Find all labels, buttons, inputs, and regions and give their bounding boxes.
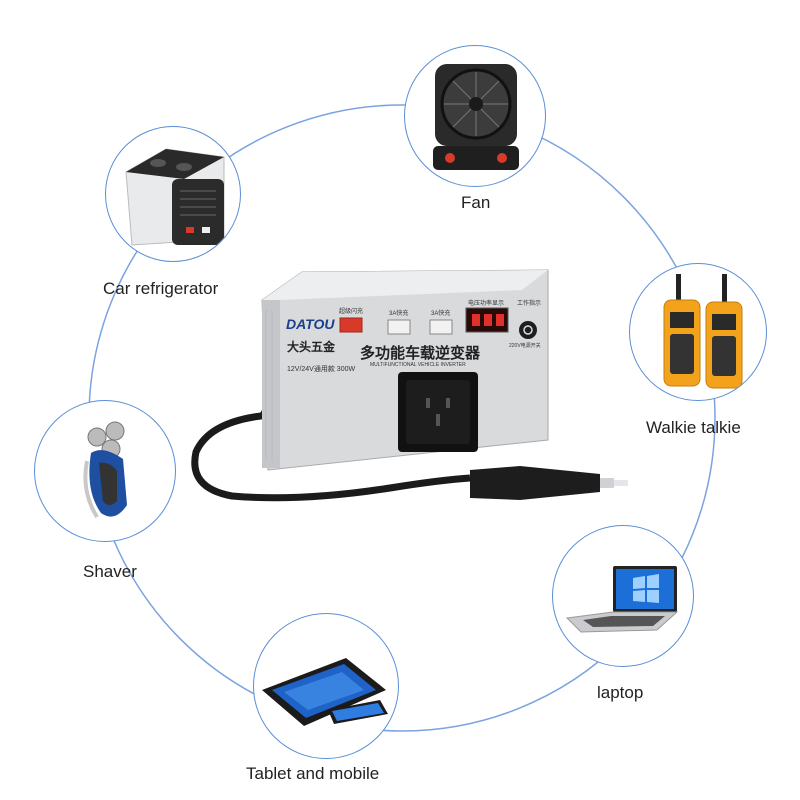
tablet-icon: [262, 658, 388, 726]
indicator-label: 工作指示: [517, 301, 542, 307]
laptop-icon: [565, 566, 679, 633]
walkie-talkie-icon: [663, 274, 743, 389]
shaver-icon: [83, 421, 127, 519]
label-shaver: Shaver: [83, 562, 137, 581]
label-car-refrigerator: Car refrigerator: [103, 279, 219, 298]
laptop-circle: [552, 525, 694, 667]
switch-label: 220V电源开关: [509, 343, 541, 349]
fan-circle: [404, 45, 546, 187]
inverter-brand: DATOU: [286, 316, 335, 332]
label-tablet-mobile: Tablet and mobile: [246, 764, 380, 783]
label-fan: Fan: [461, 193, 491, 212]
inverter-spec: 12V/24V通用款 300W: [287, 366, 356, 373]
car-refrigerator-icon: [125, 148, 225, 246]
display-label: 电压功率显示: [468, 301, 505, 307]
usb1-label: 超级闪充: [339, 309, 364, 315]
label-laptop: laptop: [597, 683, 644, 702]
inverter-title-cn: 多功能车载逆变器: [360, 345, 481, 362]
tablet-mobile-circle: [253, 613, 399, 759]
shaver-circle: [34, 400, 176, 542]
label-walkie-talkie: Walkie talkie: [646, 418, 741, 437]
walkie-talkie-circle: [629, 263, 767, 401]
inverter-brand-cn: 大头五金: [287, 340, 336, 354]
usb3-label: 3A快充: [431, 311, 451, 317]
fan-icon: [433, 64, 519, 170]
usb2-label: 3A快充: [389, 311, 409, 317]
inverter-title-en: MULTIFUNCTIONAL VEHICLE INVERTER: [370, 362, 466, 368]
car-refrigerator-circle: [105, 126, 241, 262]
